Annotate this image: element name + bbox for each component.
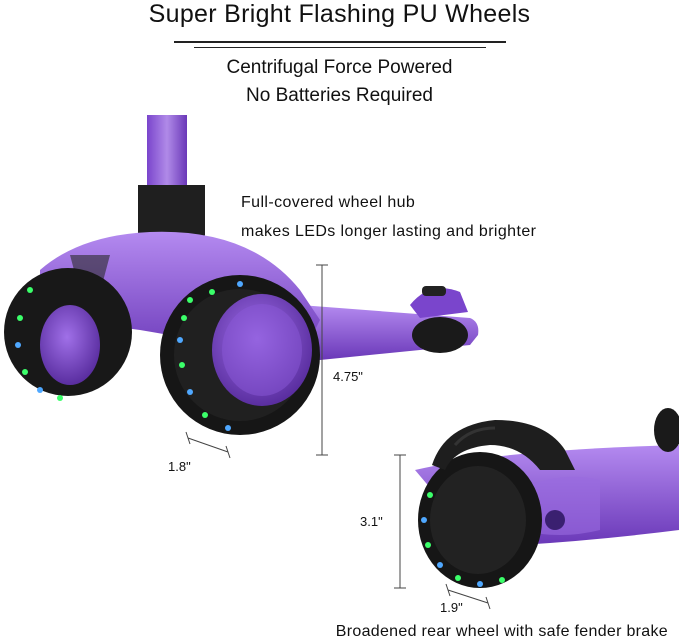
front-wheel-height-label: 4.75" [333,369,363,384]
front-led-lights [15,281,243,431]
subtitle-line-1: Centrifugal Force Powered [226,57,453,78]
dimension-lines [185,264,491,610]
page-title: Super Bright Flashing PU Wheels [148,0,531,28]
rear-wheel-height-label: 3.1" [360,514,383,529]
rear-led-lights [421,492,505,587]
hub-note-line-1: Full-covered wheel hub [241,194,416,211]
rear-wheel-closeup [415,408,679,588]
title-divider-lower [194,47,486,48]
front-scooter [4,115,479,435]
title-divider-upper [174,41,506,43]
bottom-caption: Broadened rear wheel with safe fender br… [335,623,668,640]
subtitle-line-2: No Batteries Required [246,85,433,106]
hub-note-line-2: makes LEDs longer lasting and brighter [241,223,537,240]
front-wheel-width-label: 1.8" [168,459,191,474]
rear-wheel-width-label: 1.9" [440,600,463,615]
